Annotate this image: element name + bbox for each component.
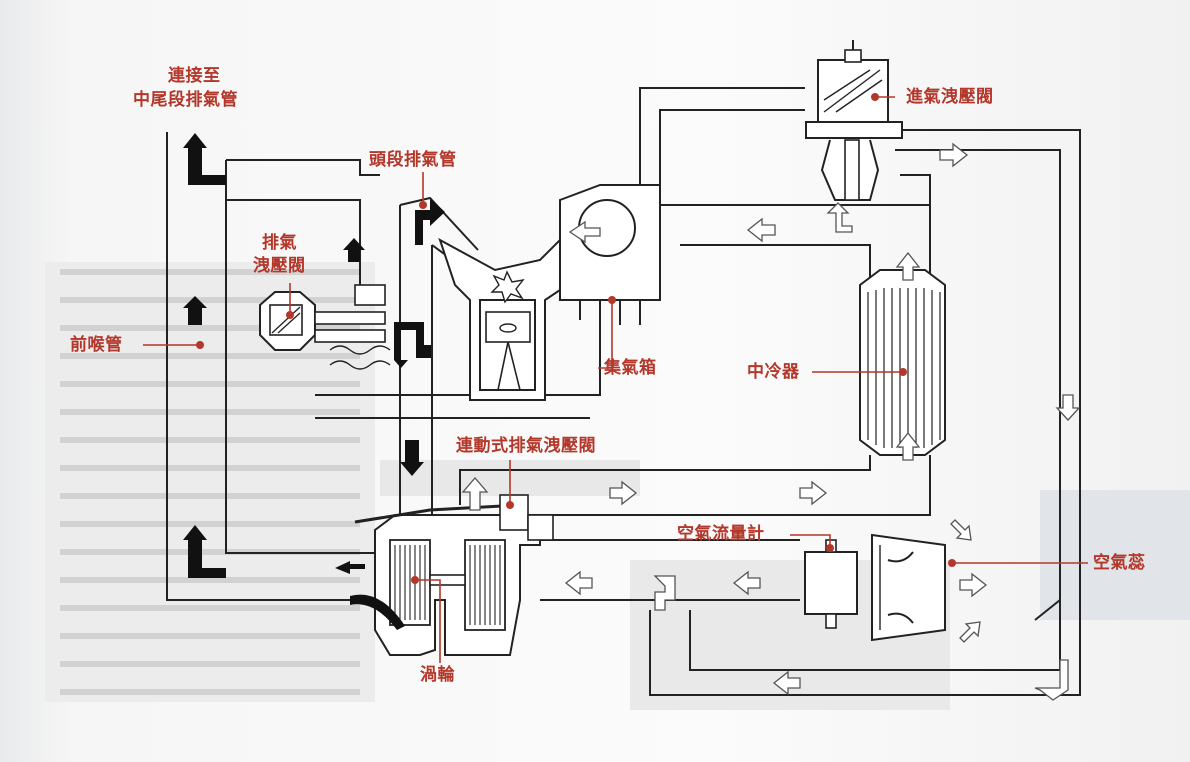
wastegate-valve — [259, 284, 391, 370]
label-intercooler: 中冷器 — [747, 362, 800, 382]
airflow-meter-assembly — [804, 533, 946, 642]
label-turbo: 渦輪 — [420, 665, 455, 685]
label-downpipe: 前喉管 — [70, 335, 123, 355]
label-wastegate-line2: 洩壓閥 — [253, 256, 306, 276]
label-blow-off-valve: 進氣洩壓閥 — [906, 87, 994, 107]
label-wastegate-line1: 排氣 — [262, 233, 297, 253]
label-linked-wastegate: 連動式排氣洩壓閥 — [456, 436, 596, 456]
blow-off-valve — [805, 40, 903, 233]
label-air-filter: 空氣蕊 — [1093, 553, 1146, 573]
turbocharger — [354, 494, 554, 656]
leader-lines — [143, 93, 1088, 663]
intercooler-core — [859, 269, 946, 456]
intake-flow-arrows — [461, 142, 1081, 701]
label-plenum: 集氣箱 — [604, 358, 657, 378]
intake-plenum — [559, 184, 661, 330]
label-header: 頭段排氣管 — [369, 150, 457, 170]
exhaust-flow-arrows — [183, 133, 445, 630]
label-connect-to: 連接至 — [168, 66, 221, 86]
label-airflow-meter: 空氣流量計 — [677, 524, 765, 544]
label-mid-rear-exhaust: 中尾段排氣管 — [133, 90, 238, 110]
